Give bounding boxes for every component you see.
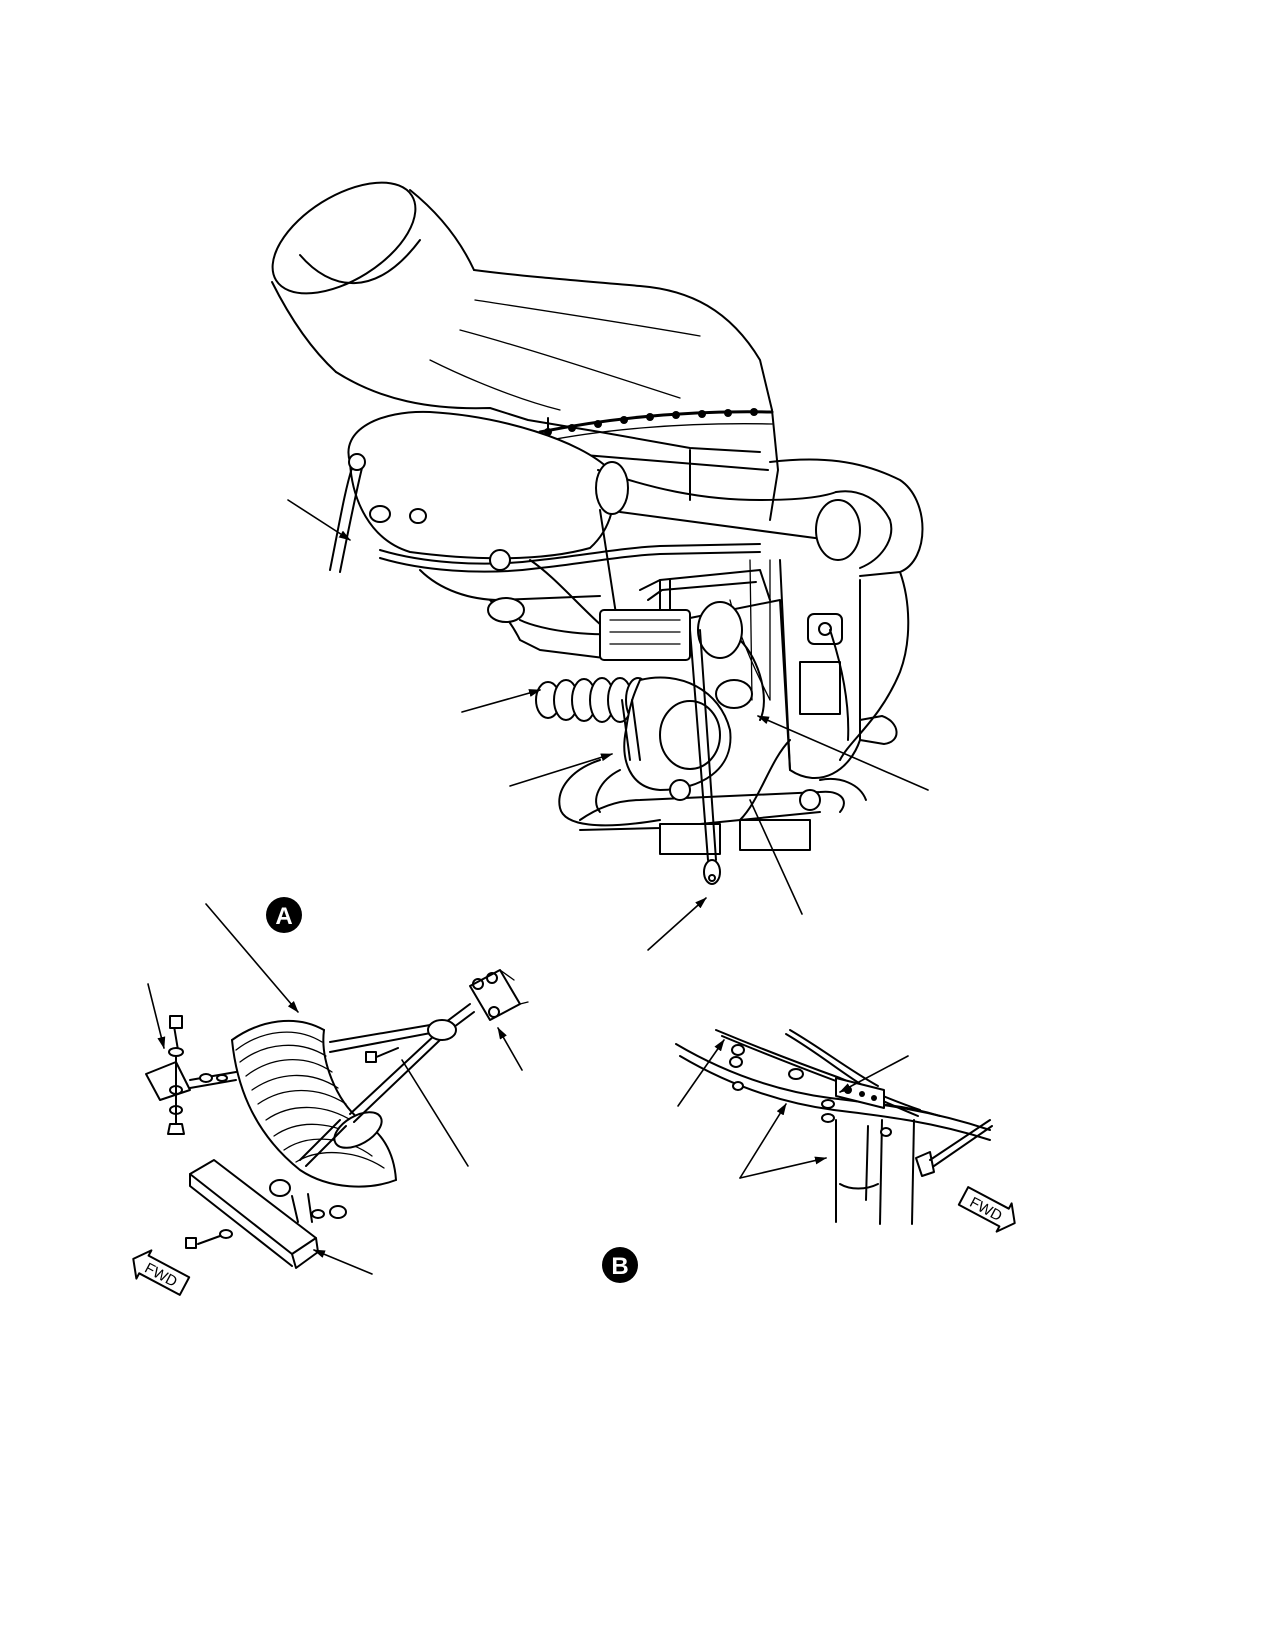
leader-oil-line <box>510 754 613 786</box>
detail-b-illustration <box>676 1030 992 1224</box>
lower-sump <box>580 779 866 854</box>
leader-clamp-right <box>839 1056 908 1092</box>
leader-clamp-left <box>678 1039 724 1106</box>
plenum-flange <box>540 412 772 442</box>
leader-bracket <box>148 984 166 1049</box>
mount-plate-right <box>470 970 528 1020</box>
strut-bolt <box>366 1048 398 1062</box>
leader-right-hose <box>757 716 928 790</box>
accessory-cluster <box>488 550 752 708</box>
intake-duct <box>254 160 778 520</box>
leader-tube-left <box>288 500 351 540</box>
exhaust-collector <box>596 459 923 760</box>
detail-a-label: A <box>275 903 292 930</box>
lower-bolt-hardware <box>292 1194 346 1222</box>
detail-a-badge: A <box>266 897 302 933</box>
airframe-frame <box>676 1044 990 1224</box>
leader-pad <box>313 1250 372 1274</box>
fwd-arrow-left: FWD <box>126 1245 192 1300</box>
bracket-clip <box>916 1120 992 1176</box>
leader-mount-plate <box>498 1027 522 1070</box>
flange-bolt-row <box>544 408 758 436</box>
engine-assembly <box>254 160 923 884</box>
leader-flex-duct <box>206 904 298 1012</box>
callout-leaders <box>148 500 928 1274</box>
drag-link-rod <box>690 630 720 884</box>
detail-b-label: B <box>611 1253 628 1280</box>
leader-lower-tube <box>750 800 802 914</box>
support-struts <box>270 1004 474 1196</box>
leader-rod-end <box>648 898 706 950</box>
left-bracket-hardware <box>146 1016 236 1134</box>
leader-corrugated-duct <box>462 689 541 712</box>
leader-frame-b <box>740 1156 827 1178</box>
pad-block <box>186 1160 318 1268</box>
detail-a-illustration <box>146 970 528 1268</box>
cable-run <box>716 1030 920 1116</box>
flex-duct <box>232 1021 396 1187</box>
fwd-arrow-right: FWD <box>956 1182 1022 1237</box>
nose-housing <box>330 412 614 572</box>
leader-strut <box>402 1060 468 1166</box>
detail-b-badge: B <box>602 1247 638 1283</box>
leader-frame-a <box>740 1103 786 1178</box>
